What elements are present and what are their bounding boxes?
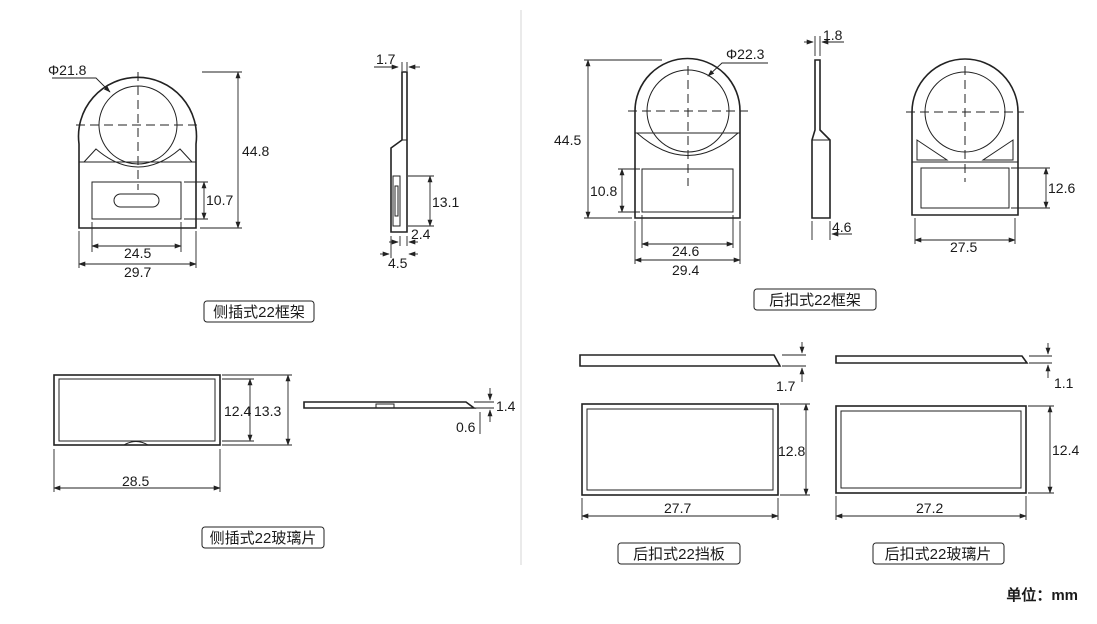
- side-glass-caption: 侧插式22玻璃片: [210, 530, 317, 547]
- back-plate-caption: 后扣式22挡板: [633, 545, 725, 563]
- back-frame-side-dims: [804, 36, 852, 240]
- back-frame-outer-width: 29.4: [672, 262, 699, 278]
- back-plate-front-dims: [581, 403, 810, 520]
- back-frame-back-view: [906, 58, 1024, 216]
- side-frame-side-depth: 4.5: [388, 255, 408, 271]
- back-frame-back-window: 12.6: [1048, 180, 1075, 196]
- back-plate-side-dims: [782, 342, 806, 382]
- side-frame-outer-width: 29.7: [124, 264, 151, 280]
- side-glass-step: 0.6: [456, 419, 476, 435]
- side-frame-hole-diameter: Φ21.8: [48, 62, 87, 78]
- side-frame-side-top: 1.7: [376, 51, 396, 67]
- side-insert-glass-side-view: [303, 401, 477, 409]
- side-frame-height: 44.8: [242, 143, 269, 159]
- side-insert-frame-front-dims: [52, 71, 242, 268]
- back-glass-width: 27.2: [916, 500, 943, 516]
- back-glass-caption: 后扣式22玻璃片: [885, 546, 992, 563]
- side-insert-glass-side-dims: [474, 388, 494, 434]
- side-insert-glass-front-dims: [53, 374, 292, 492]
- back-glass-height: 12.4: [1052, 442, 1079, 458]
- side-insert-glass-front-view: [53, 374, 221, 446]
- back-frame-caption-box: 后扣式22框架: [753, 288, 877, 311]
- side-insert-frame-side-dims: [374, 62, 434, 258]
- back-glass-side-view: [835, 355, 1029, 364]
- side-glass-caption-box: 侧插式22玻璃片: [201, 526, 325, 549]
- back-frame-hole-diameter: Φ22.3: [726, 46, 765, 62]
- back-frame-back-width: 27.5: [950, 239, 977, 255]
- unit-label: 单位：mm: [1006, 586, 1078, 604]
- back-frame-side-view: [811, 59, 831, 219]
- back-frame-back-dims: [914, 167, 1050, 244]
- back-glass-front-view: [835, 405, 1027, 494]
- back-plate-height: 12.8: [778, 443, 805, 459]
- side-frame-caption-box: 侧插式22框架: [203, 300, 315, 323]
- back-frame-height: 44.5: [554, 132, 581, 148]
- back-plate-caption-box: 后扣式22挡板: [617, 542, 741, 565]
- back-frame-caption: 后扣式22框架: [769, 292, 861, 309]
- back-frame-inner-width: 24.6: [672, 243, 699, 259]
- side-frame-inner-width: 24.5: [124, 245, 151, 261]
- back-plate-width: 27.7: [664, 500, 691, 516]
- back-frame-side-top: 1.8: [823, 27, 843, 43]
- side-frame-side-slot: 13.1: [432, 194, 459, 210]
- side-glass-width: 28.5: [122, 473, 149, 489]
- side-glass-outer-height: 13.3: [254, 403, 281, 419]
- back-glass-side-dims: [1029, 343, 1052, 378]
- side-glass-inner-height: 12.4: [224, 403, 251, 419]
- back-plate-thickness: 1.7: [776, 378, 796, 394]
- back-frame-front-view: [628, 57, 748, 219]
- back-plate-side-view: [579, 354, 782, 367]
- side-frame-caption: 侧插式22框架: [213, 304, 305, 321]
- back-glass-front-dims: [835, 405, 1054, 520]
- side-insert-frame-front-view: [76, 72, 200, 229]
- back-glass-thickness: 1.1: [1054, 375, 1074, 391]
- back-frame-side-depth: 4.6: [832, 219, 852, 235]
- back-frame-window-height: 10.8: [590, 183, 617, 199]
- side-frame-side-base: 2.4: [411, 226, 431, 242]
- side-frame-window-height: 10.7: [206, 192, 233, 208]
- side-insert-frame-side-view: [390, 71, 408, 233]
- back-glass-caption-box: 后扣式22玻璃片: [872, 542, 1005, 565]
- back-frame-front-dims: [584, 59, 768, 264]
- back-plate-front-view: [581, 403, 779, 496]
- side-glass-thickness: 1.4: [496, 398, 516, 414]
